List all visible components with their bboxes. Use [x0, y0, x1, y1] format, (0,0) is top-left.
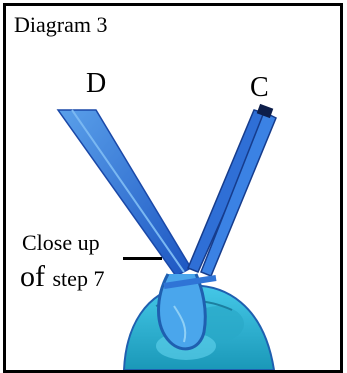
caption-line-2: of step 7 [20, 260, 104, 294]
strap-label-d: D [86, 68, 106, 100]
diagram-title: Diagram 3 [14, 12, 107, 38]
strap-illustration [6, 6, 340, 370]
strap-c [188, 104, 276, 276]
diagram-frame: Diagram 3 D C Close up of step 7 [3, 3, 343, 373]
caption-of: of [20, 260, 45, 293]
caption-pointer-line [123, 257, 162, 260]
strap-label-c: C [250, 72, 269, 104]
caption-step: step 7 [53, 266, 105, 291]
caption-line-1: Close up [22, 230, 100, 256]
